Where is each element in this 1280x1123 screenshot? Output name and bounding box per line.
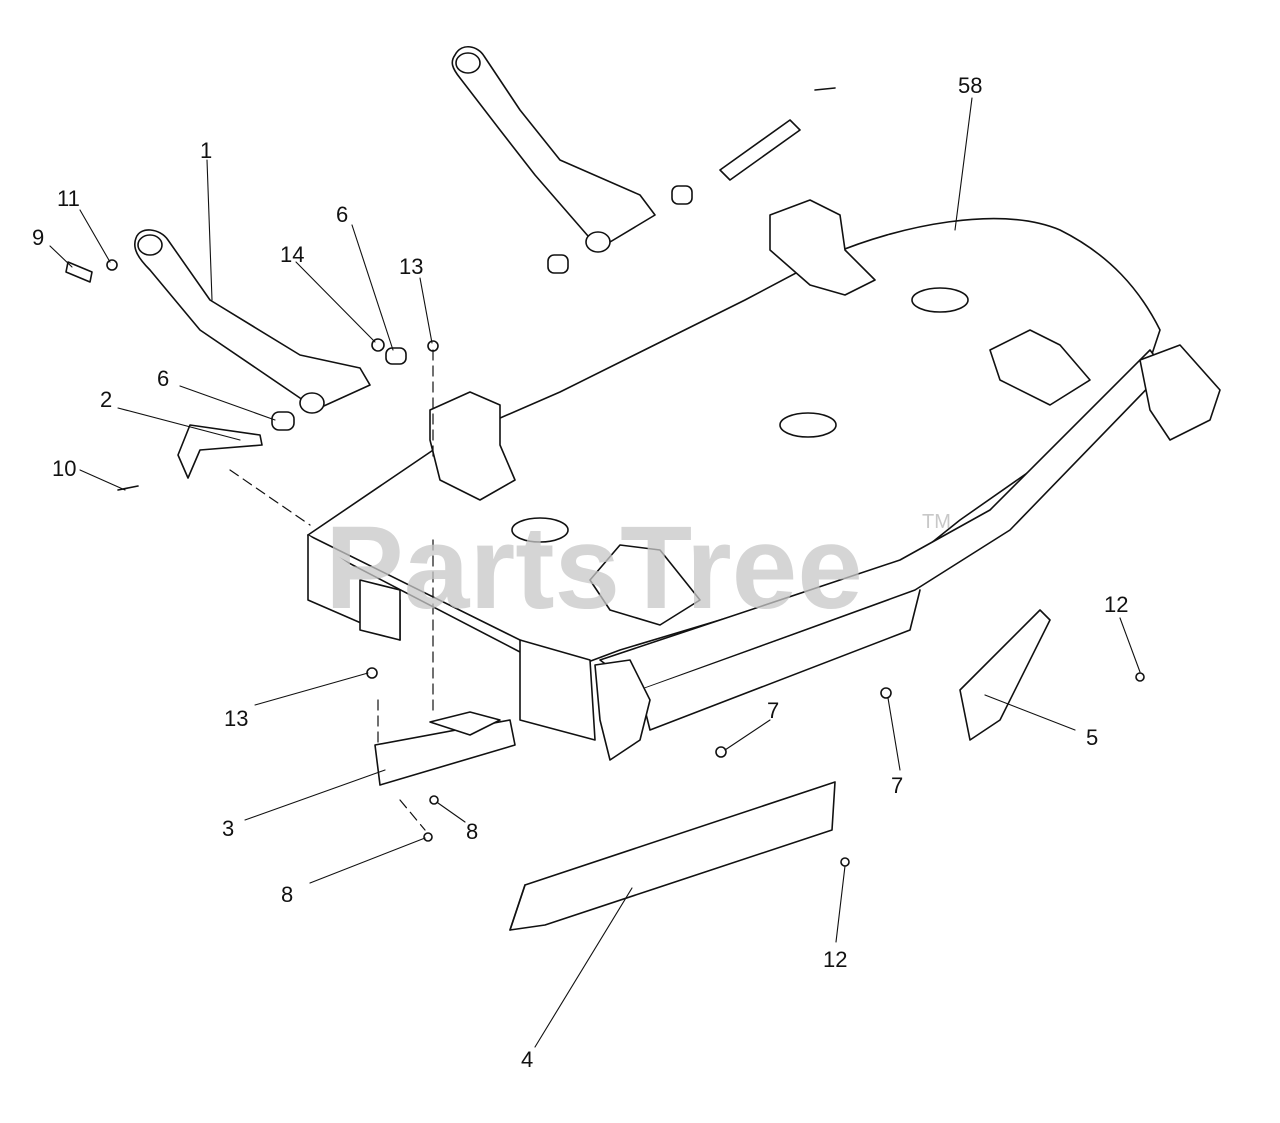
leader-3 [244,769,386,821]
hanger-bracket-right [989,329,1091,406]
nut-8-lower [423,832,433,842]
watermark: PartsTree [325,502,863,634]
lift-arm-rear-tube-end [585,231,611,253]
leader-12a [1119,617,1141,673]
callout-7a: 7 [767,698,779,723]
leader-6b [179,385,276,421]
bushing-6-upper [385,347,407,365]
side-plate-left [594,659,651,761]
callout-7b: 7 [891,773,903,798]
callout-9: 9 [32,225,44,250]
leader-1 [206,159,213,301]
callout-2: 2 [100,387,112,412]
bolt-7-right [880,687,892,699]
hanger-bracket-center [589,544,701,626]
leader-8b [309,837,426,884]
mount-block-left [519,639,596,741]
leader-6a [351,224,394,351]
callout-6b: 6 [157,366,169,391]
leader-9 [49,245,73,268]
nut-12-right [1135,672,1145,682]
callout-12a: 12 [1104,592,1128,617]
nut-11 [106,259,118,271]
bolt-10 [117,485,139,491]
callout-1: 1 [200,138,212,163]
lift-arm-left [134,229,371,411]
lift-arm-rear-eye [455,52,481,74]
callout-13a: 13 [399,254,423,279]
spindle-hole-right [911,287,969,313]
pivot-pin-2 [177,424,263,479]
callout-12b: 12 [823,947,847,972]
callout-4: 4 [521,1047,533,1072]
leader-13b [254,672,369,706]
leader-8a [437,802,466,823]
lift-arm-rear [451,46,656,249]
bushing-6-lower [271,411,295,431]
spindle-hole-left [511,517,569,543]
bolt-rear [814,87,836,91]
leader-58 [954,97,973,231]
watermark-trademark: TM [922,511,951,533]
assembly-line-1 [229,469,311,526]
callout-3: 3 [222,816,234,841]
callout-8a: 8 [466,819,478,844]
callout-11: 11 [57,186,80,211]
leader-4 [534,887,633,1048]
deflector-5 [959,609,1051,741]
leader-2 [117,407,241,441]
callout-5: 5 [1086,725,1098,750]
bolt-7-left [715,746,727,758]
baffle-3 [374,719,516,786]
mount-block-front [359,579,401,641]
callout-8b: 8 [281,882,293,907]
shield-4 [509,781,836,931]
bolt-8-upper [429,795,439,805]
leader-7b [887,697,901,771]
leader-5 [984,694,1076,731]
bushing-rear-b [547,254,569,274]
callout-13b: 13 [224,706,248,731]
lift-arm-left-eye [137,234,163,256]
leader-12b [835,865,846,943]
shield-4-lip [509,884,526,931]
leader-14 [295,261,376,343]
assembly-line-5 [399,799,426,831]
leader-13a [419,277,433,344]
leader-10 [79,469,126,491]
side-plate-right [1139,344,1221,441]
hanger-bracket-rear [769,199,876,296]
callout-58: 58 [958,73,982,98]
pivot-pin-rear [719,119,801,181]
bushing-rear-a [671,185,693,205]
callout-10: 10 [52,456,76,481]
nut-12-lower [840,857,850,867]
spindle-hole-center [779,412,837,438]
baffle-3-flange [429,711,501,736]
leader-11 [79,209,111,263]
leader-7a [724,719,771,751]
lift-arm-left-tube-end [299,392,325,414]
callout-6a: 6 [336,202,348,227]
callout-14: 14 [280,242,304,267]
